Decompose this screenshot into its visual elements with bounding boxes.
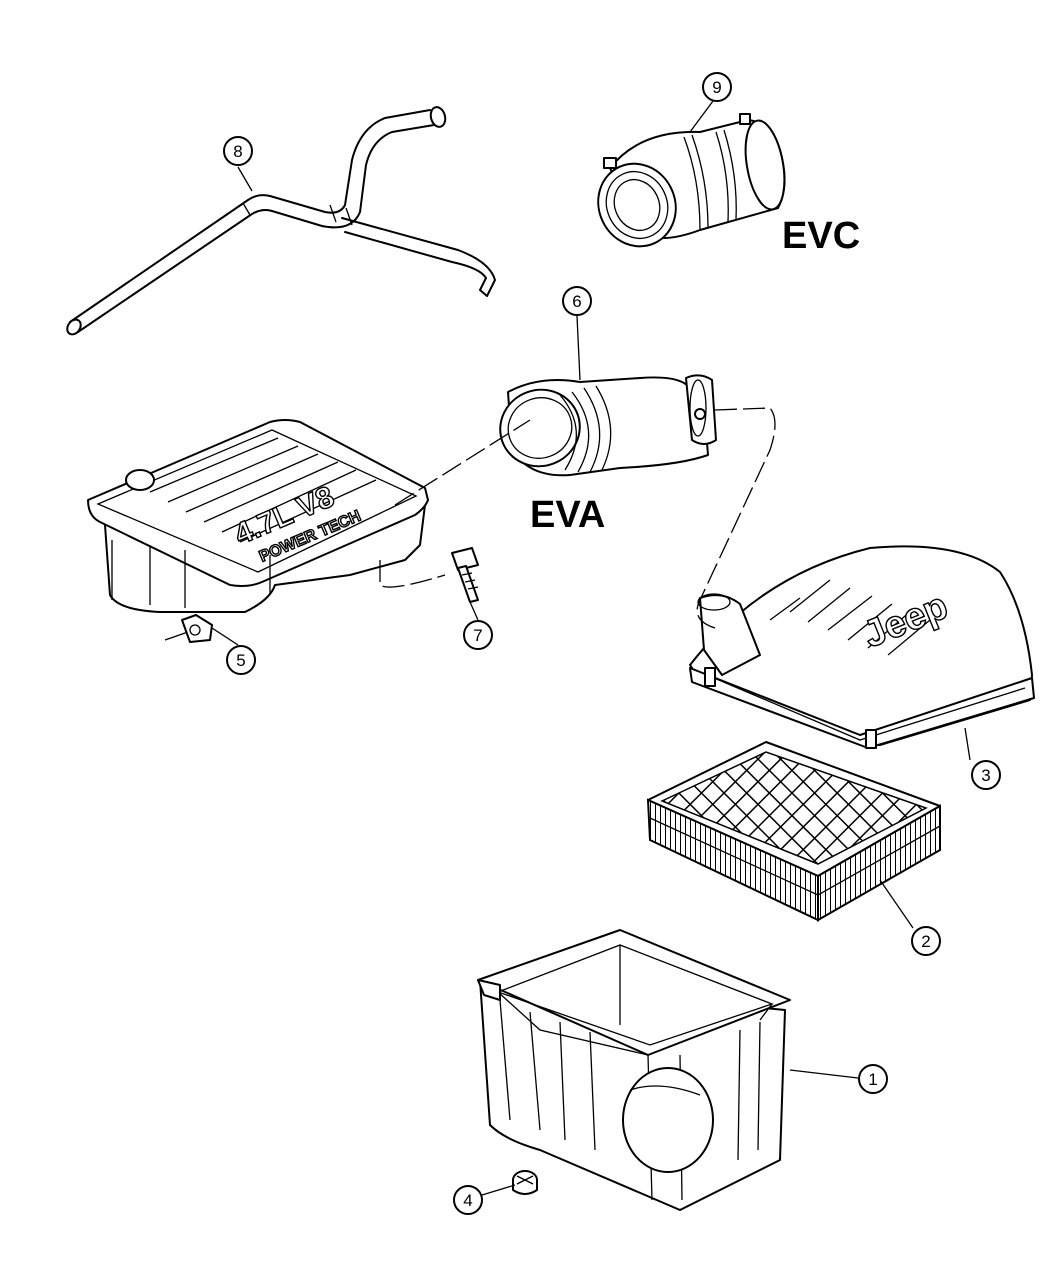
callout-2-label: 2 xyxy=(921,932,930,951)
vent-hose-part-8 xyxy=(66,106,496,336)
drain-valve-part-4 xyxy=(512,1170,538,1195)
upper-housing-part-5: 4.7L V8 POWER TECH xyxy=(87,419,429,643)
callout-9-label: 9 xyxy=(712,78,721,97)
callout-6: 6 xyxy=(562,286,592,316)
intake-duct-part-6 xyxy=(499,374,717,477)
callout-4: 4 xyxy=(453,1185,483,1215)
callout-5-label: 5 xyxy=(236,651,245,670)
callout-8: 8 xyxy=(223,136,253,166)
relation-lines xyxy=(164,407,776,641)
callout-7-label: 7 xyxy=(473,626,482,645)
engine-code-eva: EVA xyxy=(530,494,605,536)
callout-8-label: 8 xyxy=(233,142,242,161)
callout-3: 3 xyxy=(971,760,1001,790)
filter-element-part-2 xyxy=(646,741,941,922)
bolt-part-7 xyxy=(451,547,479,603)
callout-6-label: 6 xyxy=(572,292,581,311)
callout-3-label: 3 xyxy=(981,766,990,785)
callout-4-label: 4 xyxy=(463,1191,472,1210)
callout-7: 7 xyxy=(463,620,493,650)
housing-tray-part-1 xyxy=(477,929,791,1211)
callout-5: 5 xyxy=(226,645,256,675)
intake-duct-part-9 xyxy=(597,113,786,248)
air-cleaner-cover-part-3: Jeep xyxy=(689,545,1035,749)
leader-lines xyxy=(211,100,971,1196)
callout-2: 2 xyxy=(911,926,941,956)
callout-1-label: 1 xyxy=(868,1070,877,1089)
engine-code-evc: EVC xyxy=(782,215,860,257)
callout-9: 9 xyxy=(702,72,732,102)
callout-1: 1 xyxy=(858,1064,888,1094)
